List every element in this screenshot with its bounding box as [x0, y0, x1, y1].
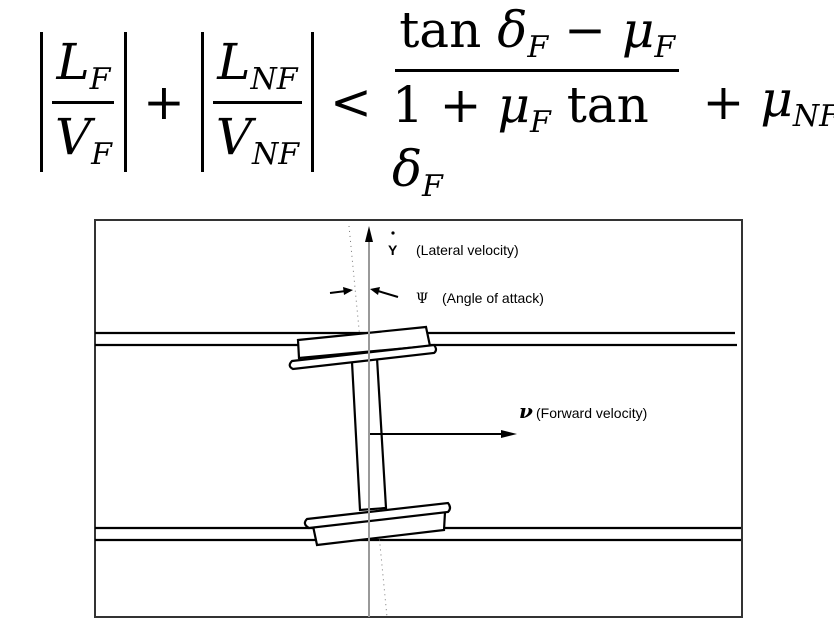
- sub: F: [529, 104, 551, 140]
- sub: F: [89, 61, 111, 97]
- diagram-frame: [94, 219, 743, 618]
- l-symbol: L: [217, 32, 251, 91]
- v-symbol: V: [215, 107, 252, 166]
- sub: F: [527, 29, 549, 65]
- angle-symbol: Ψ: [416, 291, 428, 307]
- forward-symbol: ν: [519, 399, 533, 423]
- v-symbol: V: [55, 107, 92, 166]
- minus: −: [564, 0, 606, 59]
- plus-sign: +: [142, 73, 185, 131]
- mu: μ: [497, 75, 530, 134]
- angle-arrowhead-left: [343, 287, 353, 295]
- mu-nf: μNF: [760, 70, 834, 134]
- angle-arrowhead-right: [370, 287, 380, 295]
- tan: tan: [399, 0, 482, 59]
- sub: F: [91, 136, 112, 172]
- sub: NF: [250, 61, 298, 97]
- delta: δ: [497, 0, 528, 59]
- sub: NF: [251, 136, 300, 172]
- sub: F: [422, 168, 443, 204]
- plus-sign: +: [702, 73, 745, 131]
- l-symbol: L: [56, 32, 90, 91]
- mu: μ: [621, 0, 655, 59]
- mu: μ: [760, 70, 793, 128]
- delta: δ: [391, 139, 423, 198]
- forward-label: (Forward velocity): [536, 405, 647, 421]
- tan: tan: [566, 75, 649, 134]
- angle-arrows: [329, 290, 399, 298]
- dot-over-y: [391, 231, 395, 235]
- angle-label: (Angle of attack): [442, 290, 544, 306]
- lateral-arrowhead: [365, 226, 373, 242]
- wheelset-axis-dotted: [348, 225, 388, 618]
- sub: NF: [792, 99, 834, 134]
- one-plus: 1 +: [391, 75, 482, 134]
- sub: F: [654, 29, 676, 65]
- less-than-sign: <: [330, 73, 372, 131]
- forward-arrowhead: [501, 430, 517, 438]
- rhs-fraction: tan δF − μF 1 + μF tan δF: [388, 1, 687, 204]
- bottom-wheel-flange: [303, 501, 452, 530]
- top-wheel-flange: [288, 343, 438, 371]
- lateral-symbol: Y: [388, 242, 398, 258]
- lateral-label: (Lateral velocity): [416, 242, 519, 258]
